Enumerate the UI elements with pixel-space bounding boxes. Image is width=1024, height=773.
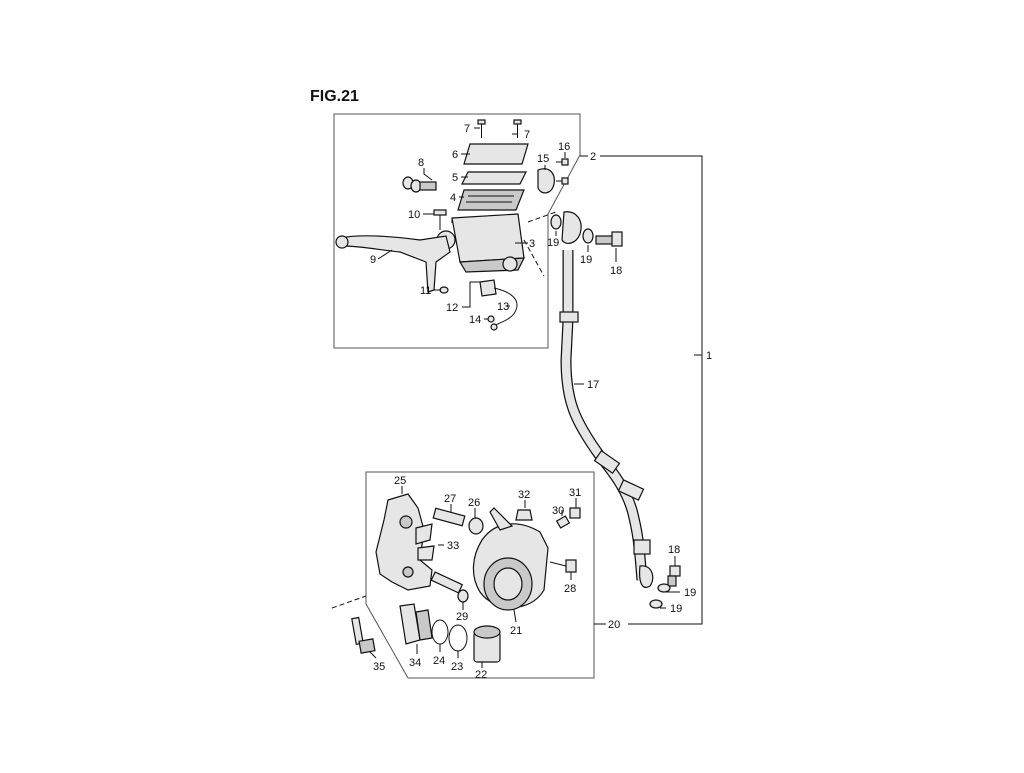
assembly-bracket-1: [600, 155, 703, 625]
callout-7-left: 7: [464, 123, 470, 135]
callout-31: 31: [569, 487, 581, 499]
callout-21: 21: [510, 625, 522, 637]
callout-4: 4: [450, 192, 456, 204]
banjo-bolt-18-upper: [595, 231, 623, 247]
caliper-group-box: [365, 471, 595, 679]
callout-5: 5: [452, 172, 458, 184]
mounting-bolt-35: [351, 616, 376, 654]
callout-33: 33: [447, 540, 459, 552]
upper-banjo-fitting: [561, 211, 582, 244]
callout-27: 27: [444, 493, 456, 505]
diaphragm-4: [457, 189, 525, 211]
nut-11: [439, 286, 449, 294]
piston-22: [473, 625, 501, 663]
plunger-assembly-8: [402, 176, 437, 193]
switch-screw-14: [487, 315, 495, 323]
brake-lever-9: [339, 235, 451, 293]
callout-24: 24: [433, 655, 445, 667]
pivot-bolt-10: [433, 209, 447, 230]
holder-bolt-16-top: [556, 158, 569, 166]
callout-30: 30: [552, 505, 564, 517]
lower-banjo-fitting: [639, 565, 654, 588]
callout-3: 3: [529, 238, 535, 250]
callout-7-right: 7: [524, 129, 530, 141]
callout-14: 14: [469, 314, 481, 326]
callout-29: 29: [456, 611, 468, 623]
switch-wire-13: [493, 287, 518, 327]
bleeder-cap-32: [515, 509, 533, 521]
callout-32: 32: [518, 489, 530, 501]
reservoir-cap-6: [463, 143, 529, 165]
banjo-bolt-18-lower: [667, 565, 681, 587]
bleeder-cap-31: [569, 507, 581, 519]
callout-18-lower: 18: [668, 544, 680, 556]
callout-20: 20: [608, 619, 620, 631]
handlebar-holder-15: [537, 168, 555, 194]
master-cylinder-body-3: [436, 213, 526, 273]
callout-25: 25: [394, 475, 406, 487]
callout-12: 12: [446, 302, 458, 314]
callout-34: 34: [409, 657, 421, 669]
callout-8: 8: [418, 157, 424, 169]
screw-7-right: [513, 119, 522, 138]
caliper-body-21: [472, 507, 549, 611]
callout-28: 28: [564, 583, 576, 595]
callout-16: 16: [558, 141, 570, 153]
callout-18-upper: 18: [610, 265, 622, 277]
callout-17: 17: [587, 379, 599, 391]
figure-title: FIG.21: [310, 88, 359, 105]
washer-19-upper-right: [582, 228, 594, 244]
callout-1: 1: [706, 350, 712, 362]
callout-2: 2: [590, 151, 596, 163]
washer-19-upper-left: [550, 214, 562, 230]
washer-19-lower-a: [657, 583, 671, 593]
cap-plate-5: [461, 171, 527, 185]
pin-boot-26: [468, 517, 484, 535]
callout-19-upper-right: 19: [580, 254, 592, 266]
callout-22: 22: [475, 669, 487, 681]
callout-23: 23: [451, 661, 463, 673]
callout-19-lower-b: 19: [670, 603, 682, 615]
callout-15: 15: [537, 153, 549, 165]
brake-switch-12: [479, 279, 497, 297]
brake-pads-34: [399, 603, 433, 645]
callout-26: 26: [468, 497, 480, 509]
caliper-bolt-28: [549, 559, 577, 573]
callout-19-upper-left: 19: [547, 237, 559, 249]
dust-seal-24: [431, 619, 449, 645]
slide-pin-29: [430, 571, 469, 603]
master-cylinder-group-box: [333, 113, 581, 349]
washer-19-lower-b: [649, 599, 663, 609]
callout-6: 6: [452, 149, 458, 161]
pad-spring-33: [415, 523, 435, 561]
callout-10: 10: [408, 209, 420, 221]
callout-13: 13: [497, 301, 509, 313]
slide-pin-27: [432, 507, 466, 527]
callout-11: 11: [420, 285, 431, 297]
piston-seal-23: [448, 624, 468, 652]
bleeder-screw-30: [555, 515, 571, 529]
callout-9: 9: [370, 254, 376, 266]
caliper-bracket-25: [375, 493, 433, 591]
screw-7-left: [477, 119, 486, 138]
callout-35: 35: [373, 661, 385, 673]
callout-19-lower-a: 19: [684, 587, 696, 599]
holder-bolt-16-bottom: [556, 177, 569, 185]
